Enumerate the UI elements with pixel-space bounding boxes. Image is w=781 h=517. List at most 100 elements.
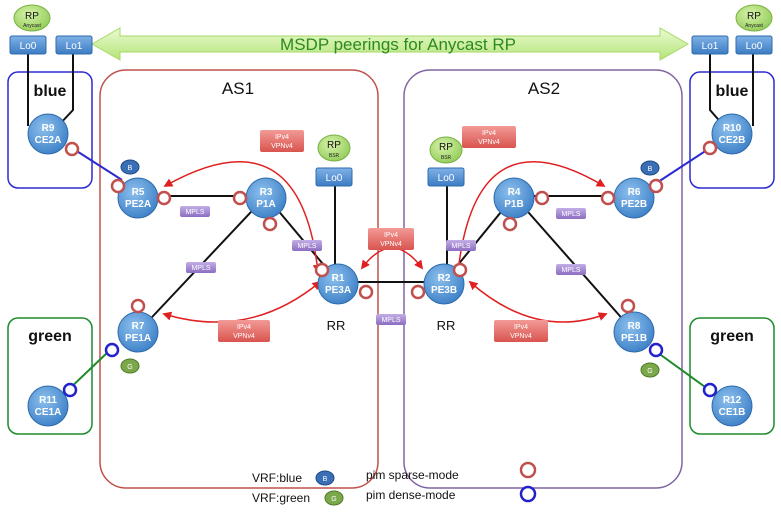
mpls-labels: MPLS MPLS MPLS MPLS MPLS MPLS MPLS <box>180 206 586 325</box>
router-r12[interactable]: R12 CE1B <box>711 385 753 427</box>
vrf-badges: B B G G <box>120 159 660 378</box>
router-r1-role: PE3A <box>325 285 351 296</box>
router-r5-role: PE2A <box>125 199 151 210</box>
svg-text:RP: RP <box>327 140 341 151</box>
svg-text:Anycast: Anycast <box>23 23 41 29</box>
sparse-ring-icon <box>502 216 518 232</box>
router-r5[interactable]: R5 PE2A <box>117 177 159 219</box>
sparse-ring-icon <box>358 284 374 300</box>
router-r10-role: CE2B <box>719 135 746 146</box>
router-r1-name: R1 <box>332 273 345 284</box>
svg-text:VPNv4: VPNv4 <box>271 143 293 150</box>
svg-text:MPLS: MPLS <box>191 265 210 272</box>
pim-sparse-rings <box>64 140 718 479</box>
router-r12-role: CE1B <box>719 407 746 418</box>
router-r4[interactable]: R4 P1B <box>493 177 535 219</box>
legend-badge-blue <box>315 470 335 486</box>
sparse-ring-icon <box>110 178 126 194</box>
router-r10[interactable]: R10 CE2B <box>711 113 753 155</box>
loopback-lo0-top-right[interactable]: Lo0 <box>735 35 773 55</box>
badge-blue-r5: B <box>120 159 140 175</box>
router-r9-role: CE2A <box>35 135 62 146</box>
svg-text:RP: RP <box>747 11 761 22</box>
mpls-tag: MPLS <box>186 262 216 273</box>
svg-text:Lo0: Lo0 <box>746 41 763 52</box>
as2-box <box>403 69 683 489</box>
vpnv4-tag: IPv4 VPNv4 <box>368 228 414 250</box>
router-r9[interactable]: R9 CE2A <box>27 113 69 155</box>
svg-text:MPLS: MPLS <box>185 209 204 216</box>
legend: VRF:blue B VRF:green G pim sparse-mode p… <box>252 468 459 506</box>
rp-bubbles: RP Anycast RP Anycast RP BSR RP BSR <box>13 4 773 164</box>
vpnv4-tags: IPv4 VPNv4 IPv4 VPNv4 IPv4 VPNv4 IPv4 VP… <box>218 126 548 342</box>
vrf-green-label-right: green <box>710 328 754 345</box>
session-r2-r8 <box>468 280 608 323</box>
router-r7[interactable]: R7 PE1A <box>117 311 159 353</box>
badge-blue-r6: B <box>640 160 660 176</box>
router-r6[interactable]: R6 PE2B <box>613 177 655 219</box>
svg-text:IPv4: IPv4 <box>237 324 251 331</box>
svg-text:VPNv4: VPNv4 <box>233 333 255 340</box>
svg-text:MPLS: MPLS <box>561 211 580 218</box>
router-r9-name: R9 <box>42 123 55 134</box>
router-r3[interactable]: R3 P1A <box>245 177 287 219</box>
legend-vrf-blue: VRF:blue <box>252 471 302 485</box>
sparse-ring-icon <box>702 140 718 156</box>
router-r6-name: R6 <box>628 187 641 198</box>
svg-text:MPLS: MPLS <box>381 317 400 324</box>
loopback-lo1-top-left[interactable]: Lo1 <box>55 35 93 55</box>
session-r2-r6 <box>454 161 606 274</box>
router-r10-name: R10 <box>723 123 742 134</box>
router-r8[interactable]: R8 PE1B <box>613 311 655 353</box>
session-r1-r5 <box>163 161 322 274</box>
svg-text:IPv4: IPv4 <box>275 134 289 141</box>
router-r11[interactable]: R11 CE1A <box>27 385 69 427</box>
svg-text:VPNv4: VPNv4 <box>380 241 402 248</box>
vrf-green-label-left: green <box>28 328 72 345</box>
vpnv4-tag: IPv4 VPNv4 <box>218 320 270 342</box>
vrf-blue-box-left <box>7 71 93 189</box>
legend-badge-green <box>324 490 344 506</box>
svg-text:IPv4: IPv4 <box>514 324 528 331</box>
msdp-title: MSDP peerings for Anycast RP <box>280 35 516 54</box>
svg-text:G: G <box>647 368 652 375</box>
router-r11-role: CE1A <box>35 407 62 418</box>
sparse-ring-icon <box>156 190 172 206</box>
svg-text:IPv4: IPv4 <box>384 232 398 239</box>
vpnv4-tag: IPv4 VPNv4 <box>260 130 304 152</box>
loopback-lo1-top-right[interactable]: Lo1 <box>691 35 729 55</box>
vrf-blue-label-left: blue <box>34 83 67 100</box>
legend-dense-mode: pim dense-mode <box>366 488 456 502</box>
svg-text:BSR: BSR <box>441 155 452 161</box>
sparse-ring-icon <box>262 216 278 232</box>
loopback-lo0-r1[interactable]: Lo0 <box>315 167 353 187</box>
svg-text:RP: RP <box>25 11 39 22</box>
legend-sparse-ring-icon <box>519 461 537 479</box>
sparse-ring-icon <box>620 298 636 314</box>
sparse-ring-icon <box>130 298 146 314</box>
router-r7-name: R7 <box>132 321 145 332</box>
mpls-tag: MPLS <box>556 264 586 275</box>
svg-text:Lo0: Lo0 <box>438 173 455 184</box>
svg-text:B: B <box>323 476 328 483</box>
sparse-ring-icon <box>534 190 550 206</box>
sparse-ring-icon <box>64 141 80 157</box>
loopback-lo0-r2[interactable]: Lo0 <box>427 167 465 187</box>
svg-text:Lo1: Lo1 <box>702 41 719 52</box>
link-r8-r12 <box>653 349 713 393</box>
router-r7-role: PE1A <box>125 333 151 344</box>
loopback-lo0-top-left[interactable]: Lo0 <box>9 35 47 55</box>
link-r9-r5 <box>71 147 123 181</box>
svg-text:Lo0: Lo0 <box>326 173 343 184</box>
as1-box <box>99 69 379 489</box>
rp-bsr-as1: RP BSR <box>317 134 351 162</box>
session-r1-r2 <box>360 247 424 270</box>
dense-ring-icon <box>62 382 78 398</box>
vrf-blue-label-right: blue <box>716 83 749 100</box>
svg-text:VPNv4: VPNv4 <box>478 139 500 146</box>
mpls-tag: MPLS <box>556 208 586 219</box>
router-r2-role: PE3B <box>431 285 457 296</box>
rr-label-r1: RR <box>327 318 346 333</box>
